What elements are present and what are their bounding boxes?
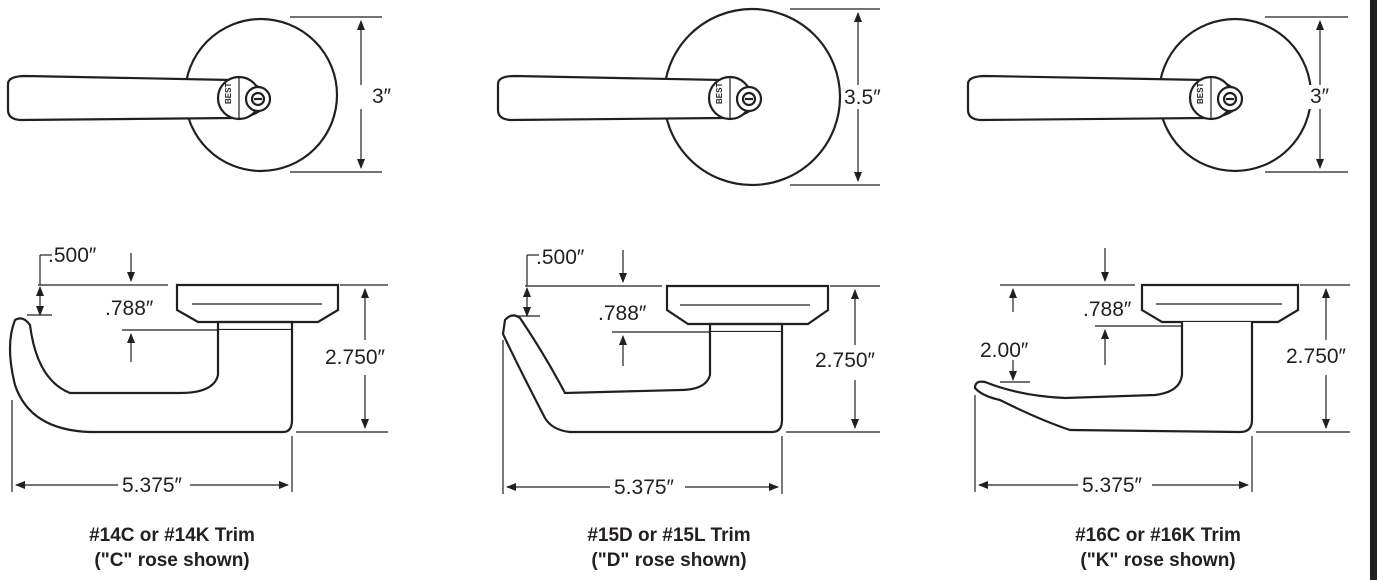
side-view: .500″ .788″ 2.750″ 5.375″ bbox=[501, 246, 880, 499]
caption-line-2: ("D" rose shown) bbox=[591, 550, 746, 571]
rose-side bbox=[1140, 283, 1300, 324]
caption-line-1: #15D or #15L Trim bbox=[587, 525, 750, 546]
trim-14c: BEST 3″ .500″ bbox=[6, 16, 392, 571]
lever-side bbox=[973, 322, 1254, 434]
neck-collar bbox=[216, 320, 294, 332]
key-cylinder-core bbox=[741, 91, 757, 107]
front-view: BEST 3″ bbox=[6, 16, 392, 173]
front-view: BEST 3.5″ bbox=[496, 7, 881, 187]
caption-line-2: ("K" rose shown) bbox=[1080, 550, 1235, 571]
page-edge-bar bbox=[1370, 0, 1377, 580]
caption-line-2: ("C" rose shown) bbox=[94, 550, 249, 571]
length-label: 5.375″ bbox=[1082, 474, 1143, 497]
height-label: 3″ bbox=[372, 85, 392, 108]
lever-side bbox=[8, 317, 294, 434]
trim-15d: BEST 3.5″ .500″ .788″ bbox=[496, 7, 881, 571]
length-label: 5.375″ bbox=[122, 474, 183, 497]
caption-line-1: #14C or #14K Trim bbox=[89, 525, 255, 546]
neck-label: .788″ bbox=[105, 297, 154, 320]
trim-16c: BEST 3″ 2.00″ .788″ bbox=[966, 16, 1350, 571]
projection-label: 2.750″ bbox=[325, 346, 386, 369]
neck-label: .788″ bbox=[1083, 298, 1132, 321]
offset-label: .500″ bbox=[48, 244, 97, 267]
side-view: 2.00″ .788″ 2.750″ 5.375″ bbox=[973, 248, 1350, 497]
key-cylinder-core bbox=[250, 91, 266, 107]
side-view: .500″ .788″ 2.750″ 5.375″ bbox=[8, 244, 388, 497]
projection-label: 2.750″ bbox=[815, 349, 876, 372]
best-logo: BEST bbox=[224, 83, 233, 104]
key-cylinder-core bbox=[1222, 91, 1238, 107]
rose-side bbox=[175, 283, 340, 324]
projection-label: 2.750″ bbox=[1286, 345, 1347, 368]
caption-line-1: #16C or #16K Trim bbox=[1075, 525, 1241, 546]
neck-label: .788″ bbox=[598, 302, 647, 325]
offset-label: .500″ bbox=[536, 246, 585, 269]
front-view: BEST 3″ bbox=[966, 16, 1348, 173]
length-label: 5.375″ bbox=[614, 476, 675, 499]
best-logo: BEST bbox=[715, 83, 724, 104]
lever-side bbox=[501, 314, 784, 434]
rose-side bbox=[665, 284, 830, 326]
height-label: 3.5″ bbox=[844, 86, 881, 109]
lever-drop-label: 2.00″ bbox=[980, 339, 1029, 362]
neck-collar bbox=[708, 322, 784, 334]
best-logo: BEST bbox=[1196, 83, 1205, 104]
height-label: 3″ bbox=[1310, 85, 1330, 108]
